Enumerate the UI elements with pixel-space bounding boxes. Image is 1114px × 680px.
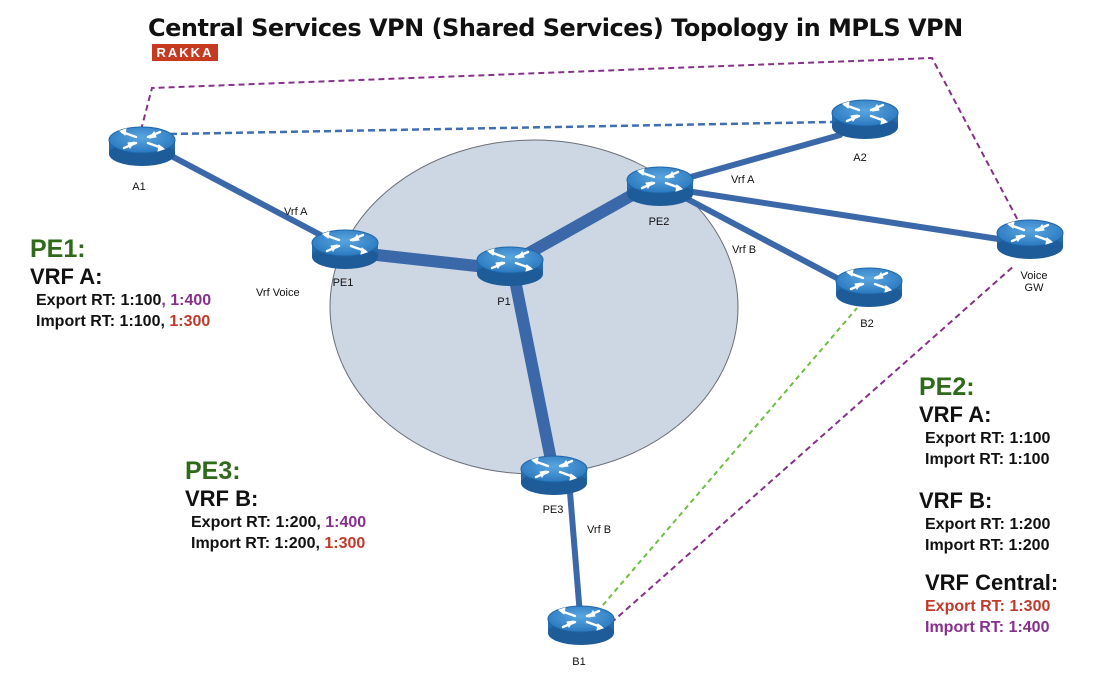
pe3-import-rt-sep: , (315, 535, 325, 552)
router-label-a2: A2 (853, 152, 867, 164)
link-pe2-b2 (673, 190, 853, 288)
green-dashed-path-b1-b2 (596, 307, 858, 613)
router-voicegw-icon (995, 218, 1065, 261)
link-pe3-b1 (566, 477, 583, 618)
router-pe2-icon (625, 165, 695, 208)
router-label-b1: B1 (572, 656, 586, 668)
pe3-vrf-heading: VRF B: (185, 486, 259, 511)
pe2-vrf-a-export-rt: Export RT: 1:100 (925, 430, 1051, 447)
router-label-pe2: PE2 (648, 216, 670, 228)
link-a1-pe1 (157, 147, 333, 243)
pe2-vrf-b-import-rt: Import RT: 1:200 (925, 537, 1050, 554)
link-label-vrf-b-pe3: Vrf B (587, 524, 612, 536)
pe3-import-rt-base: Import RT: 1:200 (191, 535, 316, 552)
pe3-heading: PE3: (185, 457, 241, 485)
router-a1-icon (107, 125, 177, 168)
router-pe3-icon (519, 454, 589, 497)
pe1-export-rt-extra: 1:400 (170, 292, 212, 309)
pe1-rt-panel: PE1: VRF A: Export RT: 1:100, 1:400 Impo… (30, 234, 211, 332)
pe2-vrf-a-import-rt: Import RT: 1:100 (925, 451, 1050, 468)
router-b1-icon (546, 604, 616, 647)
router-p1-icon (475, 245, 545, 288)
pe2-vrf-central-import-rt: Import RT: 1:400 (925, 619, 1050, 636)
pe1-export-rt-sep: , (161, 292, 171, 309)
link-label-vrf-voice: Vrf Voice (256, 287, 300, 299)
router-b2-icon (834, 266, 904, 309)
pe2-vrf-b-heading: VRF B: (919, 488, 993, 513)
page-title: Central Services VPN (Shared Services) T… (148, 14, 963, 42)
link-label-vrf-b-pe2: Vrf B (732, 244, 757, 256)
pe1-heading: PE1: (30, 235, 86, 263)
router-label-b2: B2 (860, 318, 874, 330)
router-pe1-icon (310, 228, 380, 271)
purple-dashed-path-a1-voicegw (140, 56, 1023, 229)
pe2-vrf-central-heading: VRF Central: (925, 570, 1059, 595)
pe3-export-rt-extra: 1:400 (325, 514, 367, 531)
pe3-export-rt: Export RT: 1:200, 1:400 (185, 512, 366, 533)
link-label-vrf-a-pe2: Vrf A (731, 174, 755, 186)
pe3-import-rt-extra: 1:300 (324, 535, 366, 552)
pe3-import-rt: Import RT: 1:200, 1:300 (185, 533, 366, 554)
pe1-import-rt-sep: , (160, 313, 170, 330)
pe1-vrf-heading: VRF A: (30, 264, 103, 289)
pe1-import-rt-extra: 1:300 (169, 313, 211, 330)
pe2-vrf-a-heading: VRF A: (919, 402, 992, 427)
pe3-export-rt-sep: , (316, 514, 326, 531)
router-label-voicegw-line2: GW (1024, 282, 1044, 294)
pe2-heading: PE2: (919, 373, 975, 401)
pe1-import-rt-base: Import RT: 1:100 (36, 313, 161, 330)
link-p1-pe2 (507, 179, 656, 268)
pe1-import-rt: Import RT: 1:100, 1:300 (30, 311, 211, 332)
pe2-vrf-central-export-rt: Export RT: 1:300 (925, 598, 1051, 615)
link-p1-pe3 (507, 264, 558, 471)
pe3-export-rt-base: Export RT: 1:200 (191, 514, 317, 531)
link-label-vrf-a-pe1: Vrf A (284, 206, 308, 218)
router-label-pe3: PE3 (542, 504, 564, 516)
pe1-export-rt: Export RT: 1:100, 1:400 (30, 290, 211, 311)
pe3-rt-panel: PE3: VRF B: Export RT: 1:200, 1:400 Impo… (185, 456, 366, 554)
rakka-logo: RAKKA (152, 44, 218, 61)
router-a2-icon (830, 98, 900, 141)
pe1-export-rt-base: Export RT: 1:100 (36, 292, 162, 309)
pe2-vrf-b-export-rt: Export RT: 1:200 (925, 516, 1051, 533)
router-label-a1: A1 (132, 181, 146, 193)
router-label-pe1: PE1 (332, 277, 354, 289)
blue-dashed-path-a1-a2 (169, 120, 833, 136)
link-pe2-a2 (677, 132, 843, 183)
router-label-voicegw-line1: Voice (1020, 270, 1048, 282)
router-label-voicegw: Voice GW (1004, 270, 1064, 294)
router-label-p1: P1 (497, 296, 511, 308)
pe2-rt-panel: PE2: VRF A: Export RT: 1:100 Import RT: … (919, 372, 1058, 638)
link-pe2-voicegw (677, 187, 1008, 243)
